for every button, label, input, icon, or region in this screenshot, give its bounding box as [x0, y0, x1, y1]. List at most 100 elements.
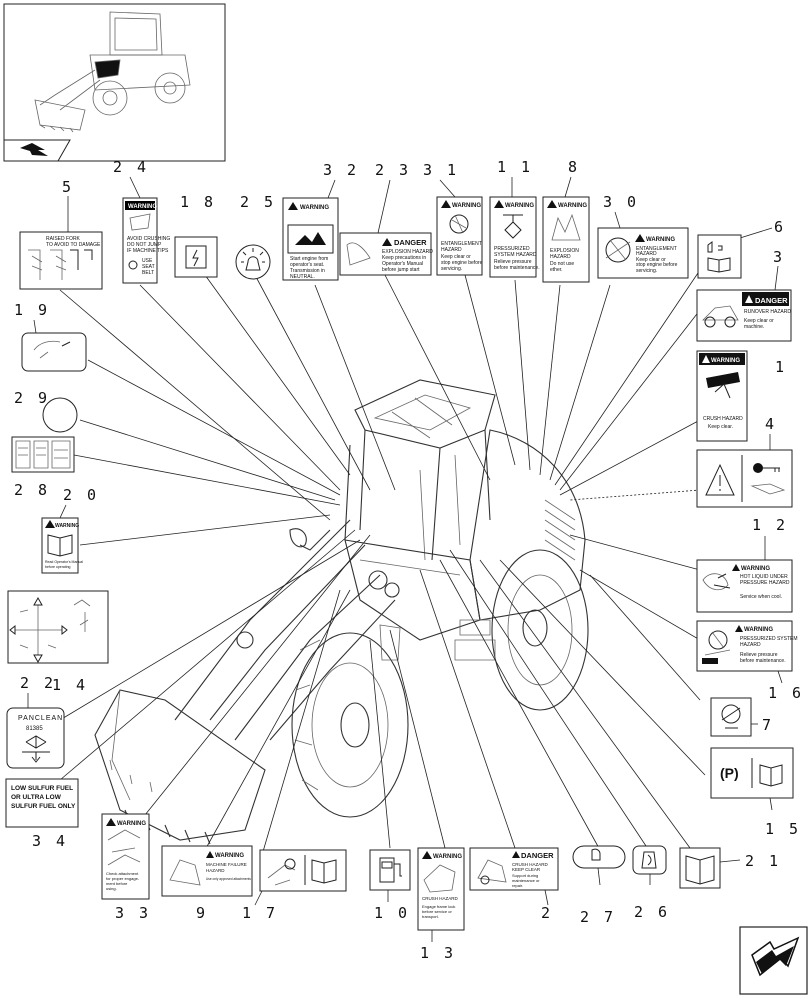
svg-text:WARNING: WARNING [433, 854, 462, 860]
callout-32: 3 2 [323, 161, 359, 179]
svg-text:HAZARD: HAZARD [740, 642, 761, 648]
seat-icon [591, 848, 601, 861]
svg-text:servicing.: servicing. [636, 268, 657, 274]
decal-15[interactable]: (P) 1 5 [710, 747, 801, 838]
svg-text:Transmission in: Transmission in [290, 268, 325, 274]
decal-32[interactable]: 3 2 WARNING Start engine from operator's… [282, 161, 359, 281]
svg-text:maintenance or: maintenance or [512, 878, 540, 883]
svg-text:Service when cool.: Service when cool. [740, 594, 782, 600]
svg-text:SYSTEM HAZARD: SYSTEM HAZARD [494, 252, 537, 258]
callout-16: 1 6 [768, 684, 804, 702]
svg-text:BELT: BELT [142, 270, 154, 276]
decal-9[interactable]: WARNING MACHINE FAILURE HAZARD Use only … [161, 845, 253, 922]
svg-text:before jump start: before jump start [382, 267, 420, 273]
decal-24[interactable]: 2 4 WARNING AVOID CRUSHING DO NOT JUMP I… [113, 158, 170, 284]
svg-text:IF MACHINE TIPS: IF MACHINE TIPS [127, 248, 169, 254]
callout-21: 2 1 [745, 852, 781, 870]
decal-21[interactable]: 2 1 [679, 847, 781, 889]
svg-text:operator's seat.: operator's seat. [290, 262, 324, 268]
svg-text:ether.: ether. [550, 267, 563, 273]
callout-19: 1 9 [14, 301, 50, 319]
svg-text:HAZARD: HAZARD [441, 247, 462, 253]
decal-20[interactable]: 2 0 WARNING Read Operator's Manual befor… [41, 486, 99, 574]
decal-30[interactable]: 3 0 WARNING ENTANGLEMENT HAZARD Keep cle… [597, 193, 689, 279]
callout-34: 3 4 [32, 832, 68, 850]
svg-text:DANGER: DANGER [521, 851, 554, 860]
callout-33: 3 3 [115, 904, 151, 922]
decal-7[interactable]: 7 [710, 697, 774, 737]
svg-text:for proper engage-: for proper engage- [106, 876, 140, 881]
decal-10[interactable]: 1 0 [369, 849, 411, 922]
decal-16[interactable]: WARNING PRESSURIZED SYSTEM HAZARD Reliev… [696, 620, 804, 702]
decal-17[interactable]: 1 7 [242, 849, 347, 922]
decal-33[interactable]: WARNING Check attachment for proper enga… [101, 813, 151, 922]
svg-text:DO NOT JUMP: DO NOT JUMP [127, 242, 162, 248]
decal-25[interactable]: 2 5 [235, 193, 276, 280]
entanglement-icon [721, 704, 741, 724]
manual-book-icon [47, 534, 73, 557]
leader-lines [59, 269, 706, 856]
next-page-button[interactable] [739, 926, 808, 995]
svg-text:LOW SULFUR FUEL: LOW SULFUR FUEL [11, 785, 73, 792]
svg-text:Start engine from: Start engine from [290, 256, 328, 262]
decal-27[interactable]: 2 7 [572, 845, 626, 926]
svg-text:WARNING: WARNING [128, 204, 157, 210]
svg-text:Keep clear or: Keep clear or [441, 254, 471, 260]
svg-text:RUNOVER HAZARD: RUNOVER HAZARD [744, 309, 791, 315]
svg-text:WARNING: WARNING [215, 853, 244, 859]
thumbnail-frame[interactable] [3, 3, 226, 162]
callout-31: 3 1 [423, 161, 459, 179]
decal-4[interactable]: 4 [696, 415, 793, 508]
callout-14: 1 4 [52, 676, 88, 694]
decal-13[interactable]: WARNING CRUSH HAZARD Engage frame lock b… [417, 847, 465, 962]
svg-text:MACHINE FAILURE: MACHINE FAILURE [206, 862, 247, 867]
manual-book-icon [685, 855, 715, 885]
svg-text:SULFUR FUEL ONLY: SULFUR FUEL ONLY [11, 803, 76, 810]
decal-1[interactable]: 1 WARNING CRUSH HAZARD Keep clear. [696, 350, 787, 442]
decal-28[interactable]: 2 8 [11, 436, 75, 499]
decal-5[interactable]: 5 RAISED FORK TO AVOID TO DAMAGE [19, 178, 103, 290]
decal-34[interactable]: LOW SULFUR FUEL OR ULTRA LOW SULFUR FUEL… [5, 778, 79, 850]
callout-28: 2 8 [14, 481, 50, 499]
svg-text:WARNING: WARNING [741, 566, 770, 572]
manual-book-icon [707, 257, 731, 273]
callout-11: 1 1 [497, 158, 533, 176]
decal-11[interactable]: 1 1 WARNING PRESSURIZED SYSTEM HAZARD Re… [489, 158, 540, 278]
decal-31[interactable]: 3 1 WARNING ENTANGLEMENT HAZARD Keep cle… [423, 161, 483, 276]
callout-18: 1 8 [180, 193, 216, 211]
svg-text:before maintenance.: before maintenance. [494, 265, 540, 271]
svg-text:EXPLOSION HAZARD: EXPLOSION HAZARD [382, 249, 433, 255]
svg-text:Check attachment: Check attachment [106, 871, 139, 876]
wheel-loader-drawing [94, 379, 589, 845]
decal-2[interactable]: DANGER CRUSH HAZARD KEEP CLEAR Support d… [469, 847, 559, 922]
callout-3: 3 [773, 248, 785, 266]
arrow-icon [756, 946, 794, 974]
crush-hazard-icon [706, 372, 740, 388]
callout-26: 2 6 [634, 903, 670, 921]
svg-text:WARNING: WARNING [744, 627, 773, 633]
callout-24: 2 4 [113, 158, 149, 176]
callout-15: 1 5 [765, 820, 801, 838]
callout-10: 1 0 [374, 904, 410, 922]
decal-14[interactable]: 1 4 [7, 590, 109, 694]
svg-text:(P): (P) [720, 765, 739, 781]
svg-text:WARNING: WARNING [300, 205, 329, 211]
svg-text:WARNING: WARNING [117, 821, 146, 827]
decal-26[interactable]: 2 6 [632, 845, 670, 921]
pressure-icon [503, 214, 523, 239]
decal-8[interactable]: 8 WARNING EXPLOSION HAZARD Do not use et… [542, 158, 590, 283]
decal-23[interactable]: 2 3 DANGER EXPLOSION HAZARD Keep precaut… [339, 161, 433, 276]
svg-text:using.: using. [106, 886, 117, 891]
decal-3[interactable]: 3 DANGER RUNOVER HAZARD Keep clear or ma… [696, 248, 792, 342]
decal-6[interactable]: 6 [697, 218, 786, 279]
decal-12[interactable]: 1 2 WARNING HOT LIQUID UNDER PRESSURE HA… [696, 516, 793, 613]
decal-18[interactable]: 1 8 [174, 193, 218, 278]
callout-27: 2 7 [580, 908, 616, 926]
svg-text:ment before: ment before [106, 881, 128, 886]
svg-text:before service or: before service or [422, 909, 452, 914]
decal-29[interactable]: 2 9 [14, 389, 78, 433]
decal-22[interactable]: 2 2 PANCLEAN 81385 [6, 674, 65, 769]
svg-text:81385: 81385 [26, 726, 43, 732]
decal-19[interactable]: 1 9 [14, 301, 87, 372]
